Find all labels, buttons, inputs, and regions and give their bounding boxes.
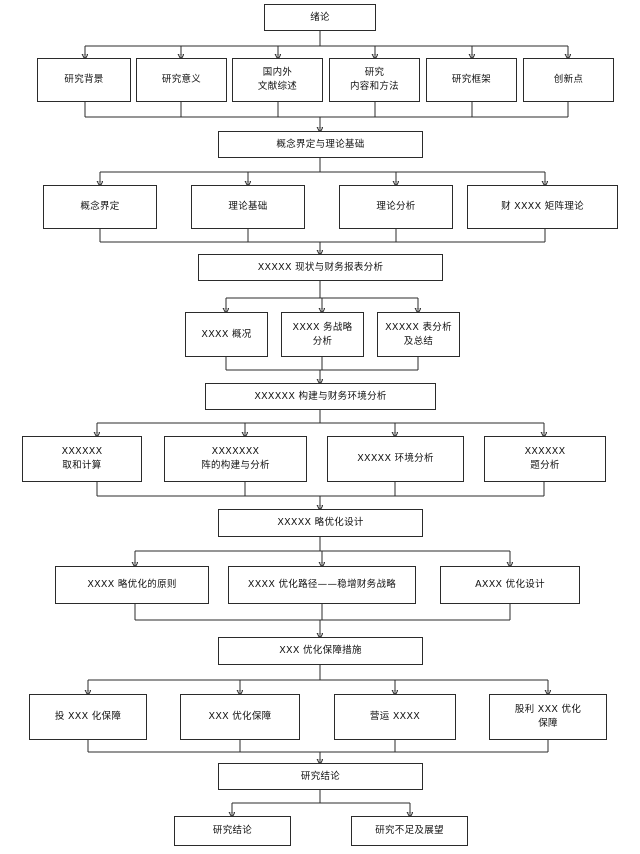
node-optimization-design[interactable]: XXXXX 略优化设计 [218, 509, 423, 537]
node-operation[interactable]: 营运 XXXX [334, 694, 456, 740]
node-concept-definition[interactable]: 概念界定 [43, 185, 157, 229]
node-environment-analysis[interactable]: XXXXX 环境分析 [327, 436, 464, 482]
node-literature-review[interactable]: 国内外 文献综述 [232, 58, 323, 102]
node-theoretical-analysis[interactable]: 理论分析 [339, 185, 453, 229]
node-a-optimization-design[interactable]: AXXX 优化设计 [440, 566, 580, 604]
node-dividend-guarantee[interactable]: 股利 XXX 优化 保障 [489, 694, 607, 740]
node-status-and-statement-analysis[interactable]: XXXXX 现状与财务报表分析 [198, 254, 443, 281]
node-statement-analysis-summary[interactable]: XXXXX 表分析 及总结 [377, 312, 460, 357]
node-content-and-method[interactable]: 研究 内容和方法 [329, 58, 420, 102]
node-research-background[interactable]: 研究背景 [37, 58, 131, 102]
node-optimization-guarantee[interactable]: XXX 优化保障 [180, 694, 300, 740]
node-build-and-environment-analysis[interactable]: XXXXXX 构建与财务环境分析 [205, 383, 436, 410]
node-matrix-construction-analysis[interactable]: XXXXXXX 阵的构建与分析 [164, 436, 307, 482]
node-investment-guarantee[interactable]: 投 XXX 化保障 [29, 694, 147, 740]
node-company-overview[interactable]: XXXX 概况 [185, 312, 268, 357]
node-problem-analysis[interactable]: XXXXXX 题分析 [484, 436, 606, 482]
node-research-significance[interactable]: 研究意义 [136, 58, 227, 102]
node-research-conclusion[interactable]: 研究结论 [218, 763, 423, 790]
node-intro[interactable]: 绪论 [264, 4, 376, 31]
node-limitations-and-outlook[interactable]: 研究不足及展望 [351, 816, 468, 846]
node-optimization-measures[interactable]: XXX 优化保障措施 [218, 637, 423, 665]
node-strategy-analysis[interactable]: XXXX 务战略 分析 [281, 312, 364, 357]
node-concept-and-theory[interactable]: 概念界定与理论基础 [218, 131, 423, 158]
node-theoretical-foundation[interactable]: 理论基础 [191, 185, 305, 229]
node-research-conclusion-detail[interactable]: 研究结论 [174, 816, 291, 846]
node-extraction-and-calculation[interactable]: XXXXXX 取和计算 [22, 436, 142, 482]
node-innovation-points[interactable]: 创新点 [523, 58, 614, 102]
node-matrix-theory[interactable]: 财 XXXX 矩阵理论 [467, 185, 618, 229]
node-optimization-principle[interactable]: XXXX 略优化的原则 [55, 566, 209, 604]
node-optimization-path[interactable]: XXXX 优化路径——稳增财务战略 [228, 566, 416, 604]
node-research-framework[interactable]: 研究框架 [426, 58, 517, 102]
